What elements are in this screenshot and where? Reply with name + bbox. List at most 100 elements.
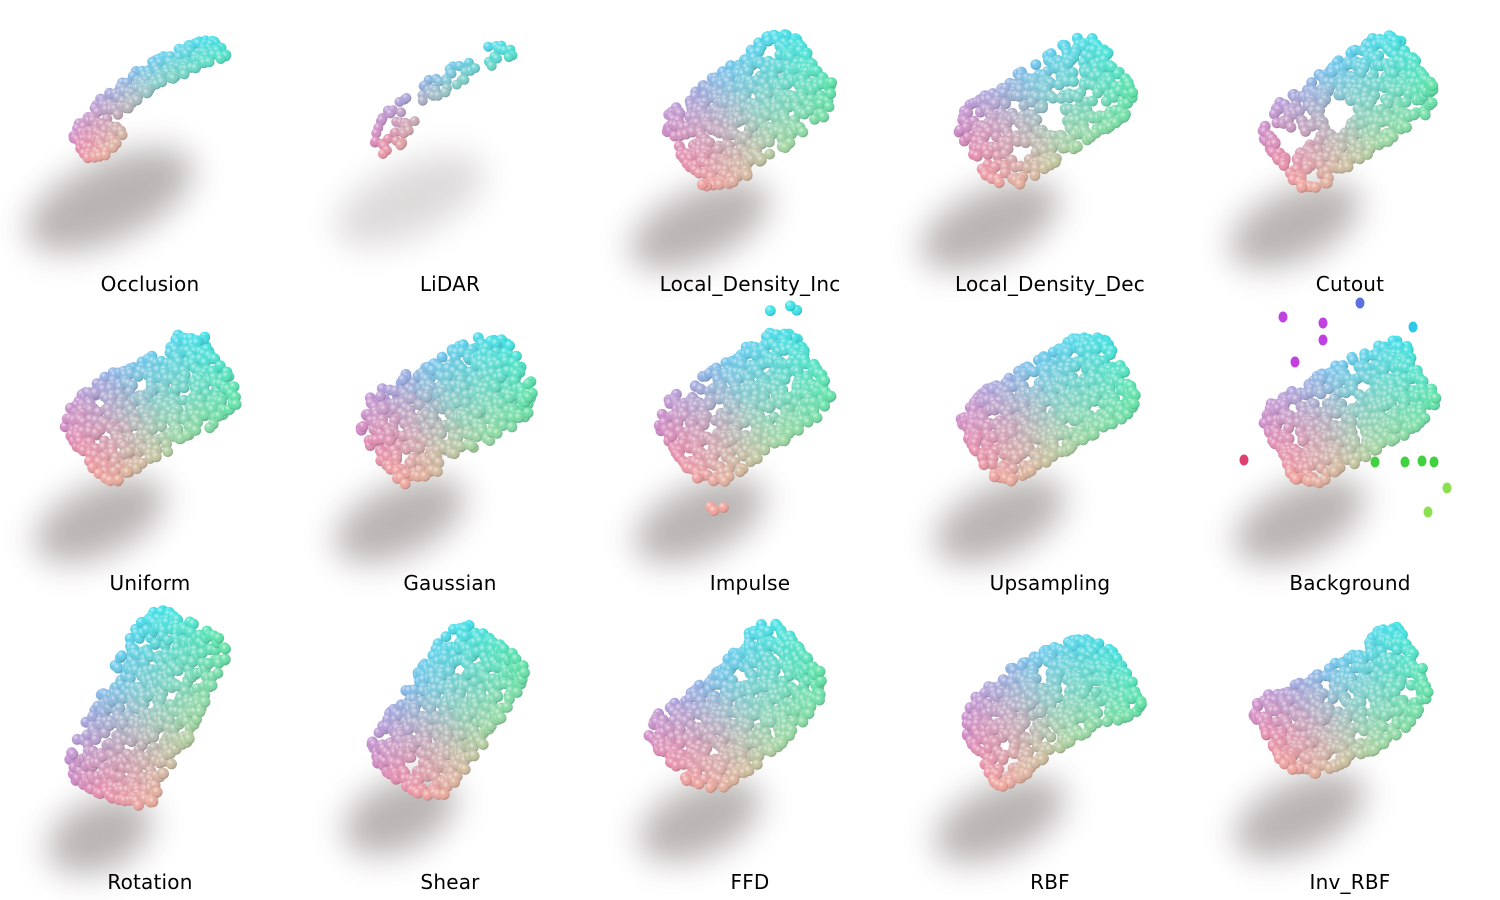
point-highlight [132, 371, 144, 382]
point-highlight [113, 474, 124, 486]
point-highlight [1014, 178, 1026, 190]
point-cloud-render [334, 332, 538, 564]
point-highlight [1092, 87, 1104, 99]
point-highlight [230, 399, 242, 410]
point-highlight [697, 179, 708, 191]
point-cloud [661, 29, 837, 192]
panel-density-dec: Local_Density_Dec [900, 0, 1200, 299]
panel-caption: Occlusion [100, 272, 200, 296]
point-highlight [440, 87, 451, 98]
point-highlight [396, 107, 407, 118]
point-highlight [727, 176, 739, 188]
point-highlight [1059, 142, 1071, 154]
point-highlight [204, 56, 215, 68]
panel-caption: LiDAR [419, 272, 481, 296]
point-highlight [742, 65, 754, 77]
point-highlight [1285, 121, 1297, 133]
point-highlight [826, 77, 837, 88]
point-highlight [818, 111, 830, 123]
point-highlight [804, 104, 816, 116]
ground-shadow [34, 476, 166, 564]
point-highlight [378, 148, 388, 159]
point-highlight [961, 121, 972, 133]
point-highlight [755, 154, 767, 166]
point-highlight [779, 142, 791, 154]
point-highlight [1363, 100, 1375, 112]
point-highlight [107, 142, 119, 153]
point-highlight [385, 108, 396, 119]
point-highlight [178, 382, 190, 394]
point-cloud [59, 329, 242, 487]
point-highlight [132, 95, 143, 106]
panel-lidar: LiDAR [300, 0, 600, 299]
point-highlight [181, 49, 192, 60]
point-highlight [1269, 108, 1280, 120]
point-highlight [1068, 76, 1079, 87]
point-cloud [68, 35, 232, 164]
ground-shadow [920, 180, 1060, 270]
point-highlight [1269, 138, 1281, 150]
point-highlight [483, 41, 494, 52]
point-highlight [1306, 120, 1318, 132]
point-highlight [190, 424, 202, 436]
point-highlight [403, 125, 414, 136]
panel-occlusion: Occlusion [0, 0, 300, 299]
point-highlight [1401, 121, 1412, 133]
point-highlight [1388, 68, 1400, 79]
point-cloud-render [1229, 30, 1439, 269]
point-highlight [741, 170, 753, 181]
point-highlight [168, 73, 179, 84]
point-highlight [178, 394, 190, 406]
point-highlight [357, 421, 369, 432]
point-highlight [436, 351, 448, 363]
point-highlight [503, 52, 514, 63]
point-highlight [181, 429, 193, 441]
point-highlight [1342, 161, 1354, 173]
ground-shadow [630, 180, 770, 270]
point-highlight [115, 399, 126, 411]
point-highlight [714, 179, 726, 190]
point-highlight [1000, 167, 1011, 179]
point-highlight [215, 53, 226, 64]
point-highlight [432, 90, 443, 101]
point-highlight [397, 374, 409, 386]
point-highlight [112, 109, 124, 120]
ground-shadow [1229, 181, 1361, 269]
point-highlight [150, 451, 162, 463]
point-highlight [1427, 80, 1439, 92]
point-highlight [993, 177, 1005, 189]
point-highlight [156, 76, 168, 88]
point-highlight [1370, 81, 1382, 93]
point-highlight [492, 53, 502, 64]
point-highlight [1382, 136, 1394, 147]
point-highlight [221, 371, 233, 382]
point-highlight [1301, 163, 1313, 175]
point-highlight [1321, 177, 1333, 189]
point-highlight [1127, 87, 1139, 98]
point-cloud [355, 332, 538, 490]
point-highlight [1000, 98, 1011, 110]
point-cloud-render [34, 329, 242, 564]
point-highlight [1026, 96, 1038, 108]
point-highlight [825, 88, 837, 100]
point-highlight [1296, 182, 1308, 193]
point-highlight [1037, 102, 1048, 114]
point-highlight [109, 466, 120, 477]
point-highlight [213, 410, 225, 422]
point-highlight [1087, 95, 1098, 107]
point-highlight [401, 93, 412, 103]
point-highlight [90, 428, 102, 439]
point-highlight [1047, 92, 1059, 104]
point-highlight [486, 60, 497, 71]
point-cloud-render [26, 35, 232, 253]
point-highlight [763, 35, 774, 47]
point-highlight [797, 126, 809, 138]
point-highlight [1337, 133, 1349, 145]
point-highlight [971, 150, 983, 162]
point-highlight [1362, 149, 1373, 160]
point-highlight [170, 383, 181, 395]
panel-caption: Local_Density_Dec [955, 272, 1145, 296]
point-highlight [1022, 162, 1033, 174]
point-highlight [1020, 137, 1031, 149]
point-highlight [1426, 97, 1438, 109]
